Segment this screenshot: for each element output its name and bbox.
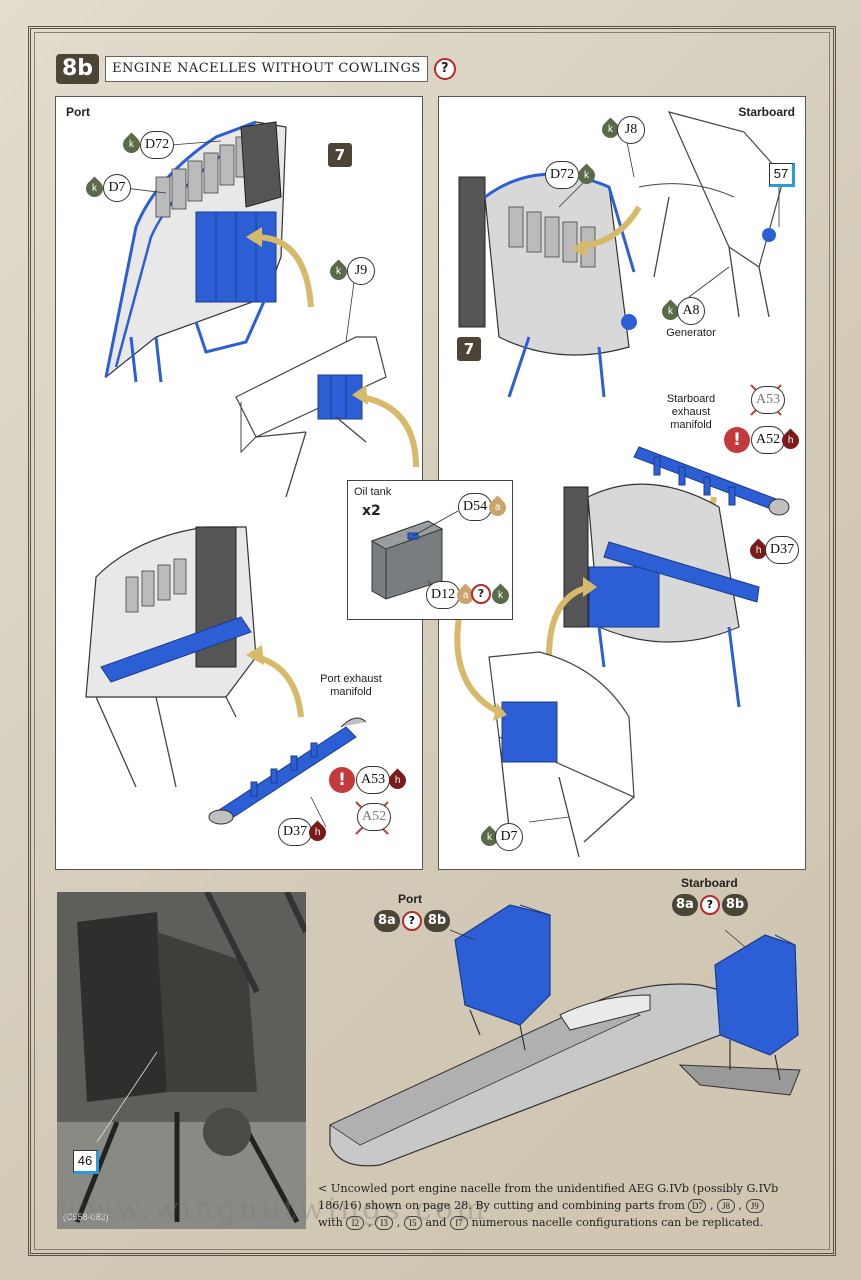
port-j9-frame-drawing [235, 336, 387, 498]
inline-part-j9: J9 [745, 1199, 764, 1213]
overview-starboard-steps: 8a ? 8b [672, 894, 749, 916]
caption-line-3: with I2 , I3 , I5 and I7 numerous nacell… [318, 1216, 764, 1230]
inline-part-i2: I2 [346, 1216, 365, 1230]
starboard-exhaust-manifold-drawing [633, 446, 790, 516]
oil-tank-box: Oil tank x2 D54 a D12 a ? k [347, 480, 513, 620]
part-d37: D37 [765, 536, 800, 564]
part-d7: D7 [103, 174, 131, 202]
port-manifold-caption: Port exhaust manifold [320, 673, 382, 698]
part-d72: D72 [140, 131, 175, 159]
port-nacelle-lower-drawing [85, 526, 257, 788]
part-d37: D37 [278, 818, 313, 846]
option-question-icon: ? [471, 584, 491, 604]
step-8b-badge: 8b [423, 910, 451, 932]
fuselage-overview-drawing [329, 904, 801, 1167]
photo-caption: < Uncowled port engine nacelle from the … [318, 1180, 798, 1231]
inline-part-i7: I7 [449, 1216, 468, 1230]
warning-icon: ! [329, 767, 355, 793]
option-question-icon: ? [699, 895, 720, 915]
overview-starboard-label: Starboard [681, 876, 738, 890]
part-d54: D54 [458, 493, 493, 521]
step-number-badge: 8b [56, 54, 100, 84]
part-a52-not-used: A52 [357, 803, 392, 831]
port-panel: Port [55, 96, 423, 870]
oil-tank-label: Oil tank [354, 486, 392, 498]
option-question-icon: ? [433, 58, 456, 80]
part-a8: A8 [677, 297, 705, 325]
part-a53: A53 [356, 766, 391, 794]
figure-ref-46: 46 [73, 1150, 99, 1174]
part-j9: J9 [347, 257, 375, 285]
port-exhaust-manifold-drawing [208, 717, 367, 825]
oil-tank-quantity: x2 [362, 503, 381, 519]
part-d72: D72 [545, 161, 580, 189]
step-ref-7: 7 [457, 337, 481, 361]
part-j8: J8 [617, 116, 645, 144]
step-header: 8b ENGINE NACELLES WITHOUT COWLINGS ? [56, 54, 456, 84]
photo-id: (C558-083) [63, 1212, 109, 1222]
starboard-d7-frame-drawing [488, 651, 635, 858]
part-d7: D7 [495, 823, 523, 851]
caption-line-2: 186/16) shown on page 28. By cutting and… [318, 1197, 798, 1214]
step-8b-badge: 8b [721, 894, 749, 916]
starboard-j8-frame-drawing [638, 111, 785, 318]
overview-port-label: Port [398, 892, 422, 906]
inline-part-j8: J8 [717, 1199, 736, 1213]
generator-caption: Generator [666, 327, 716, 339]
step-8a-badge: 8a [672, 894, 698, 916]
overview-port-steps: 8a ? 8b [374, 910, 451, 932]
port-nacelle-illustrations [85, 120, 419, 835]
photo-image [57, 892, 306, 1229]
starboard-manifold-caption: Starboard exhaust manifold [666, 393, 716, 431]
website-watermark: www.wingnutwings.com [58, 1192, 488, 1227]
page-outer-frame [28, 26, 836, 1256]
part-a53-not-used: A53 [751, 386, 786, 414]
step-8a-badge: 8a [374, 910, 400, 932]
option-question-icon: ? [401, 911, 422, 931]
port-panel-label: Port [66, 105, 90, 119]
inline-part-d7: D7 [688, 1199, 707, 1213]
starboard-panel-label: Starboard [738, 105, 795, 119]
starboard-engine-lower-drawing [563, 483, 760, 708]
historical-photo: 46 (C558-083) [57, 892, 306, 1229]
page-inner-frame [34, 32, 830, 1250]
caption-line-1: < Uncowled port engine nacelle from the … [318, 1182, 779, 1195]
warning-icon: ! [724, 427, 750, 453]
inline-part-i5: I5 [403, 1216, 422, 1230]
step-title: ENGINE NACELLES WITHOUT COWLINGS [105, 56, 428, 82]
part-a52: A52 [751, 426, 786, 454]
port-nacelle-upper-drawing [104, 120, 287, 383]
figure-ref-57: 57 [769, 163, 795, 187]
oil-tank-drawing [370, 510, 459, 600]
starboard-nacelle-illustrations [454, 111, 790, 858]
starboard-panel: Starboard [438, 96, 806, 870]
starboard-engine-drawing [458, 172, 637, 398]
step-ref-7: 7 [328, 143, 352, 167]
inline-part-i3: I3 [375, 1216, 394, 1230]
part-d12: D12 [426, 581, 461, 609]
